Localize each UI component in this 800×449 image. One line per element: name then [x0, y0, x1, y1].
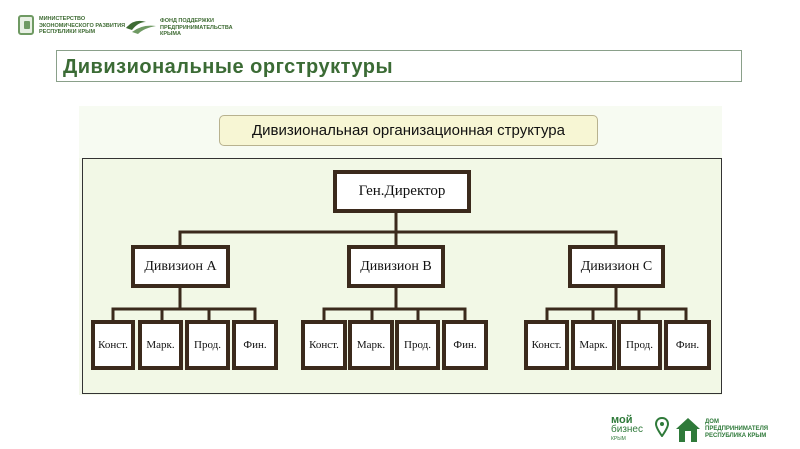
node-a-fin: Фин. [232, 320, 278, 370]
node-b-fin: Фин. [442, 320, 488, 370]
node-b-prod: Прод. [395, 320, 440, 370]
brand-logos: мой бизнес КРЫМ ДОМ ПРЕДПРИНИМАТЕЛЯ РЕСП… [611, 415, 786, 447]
fund-logo-text: ФОНД ПОДДЕРЖКИ ПРЕДПРИНИМАТЕЛЬСТВА КРЫМА [160, 18, 233, 37]
node-b-konst: Конст. [301, 320, 347, 370]
node-division-c: Дивизион С [568, 245, 665, 288]
node-c-fin: Фин. [664, 320, 711, 370]
location-pin-icon [655, 417, 669, 437]
node-division-a: Дивизион А [131, 245, 230, 288]
node-c-prod: Прод. [617, 320, 662, 370]
ministry-logo-text: МИНИСТЕРСТВО ЭКОНОМИЧЕСКОГО РАЗВИТИЯ РЕС… [39, 16, 126, 35]
connector-lines [111, 209, 688, 324]
ministry-logo: МИНИСТЕРСТВО ЭКОНОМИЧЕСКОГО РАЗВИТИЯ РЕС… [18, 14, 125, 38]
moy-biznes-line3: КРЫМ [611, 436, 626, 442]
ministry-emblem-icon [18, 15, 34, 35]
house-icon [676, 418, 700, 442]
org-diagram: Дивизиональная организационная структура [79, 106, 722, 395]
node-c-konst: Конст. [524, 320, 569, 370]
slide-title-box: Дивизиональные оргструктуры [56, 50, 742, 82]
fund-logo: ФОНД ПОДДЕРЖКИ ПРЕДПРИНИМАТЕЛЬСТВА КРЫМА [124, 16, 234, 38]
node-a-prod: Прод. [185, 320, 230, 370]
node-b-mark: Марк. [348, 320, 394, 370]
diagram-heading: Дивизиональная организационная структура [219, 115, 598, 146]
node-c-mark: Марк. [571, 320, 616, 370]
node-general-director: Ген.Директор [333, 170, 471, 213]
fund-emblem-icon [126, 20, 156, 34]
moy-biznes-line2: бизнес [611, 424, 643, 435]
moy-biznes-line1: мой [611, 414, 633, 426]
dom-predprinimatelya-text: ДОМ ПРЕДПРИНИМАТЕЛЯ РЕСПУБЛИКА КРЫМ [705, 419, 769, 439]
node-a-konst: Конст. [91, 320, 135, 370]
node-a-mark: Марк. [138, 320, 183, 370]
slide-title: Дивизиональные оргструктуры [63, 56, 394, 78]
node-division-b: Дивизион B [347, 245, 445, 288]
